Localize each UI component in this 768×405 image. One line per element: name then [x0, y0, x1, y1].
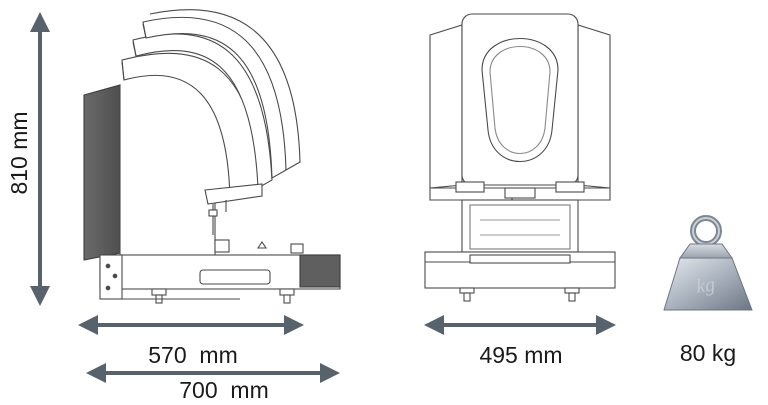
- front-width-label: 495 mm: [479, 342, 562, 368]
- front-view-machine: [424, 13, 616, 302]
- height-label: 810 mm: [6, 111, 32, 194]
- side-view-machine: [83, 9, 341, 304]
- weight-label: 80 kg: [680, 340, 736, 366]
- overall-depth-label: 700 mm: [179, 377, 268, 403]
- weight-icon-text: kg: [695, 274, 717, 298]
- kettle-weight-icon: kg: [663, 215, 753, 311]
- side-depth-label: 570 mm: [148, 342, 237, 368]
